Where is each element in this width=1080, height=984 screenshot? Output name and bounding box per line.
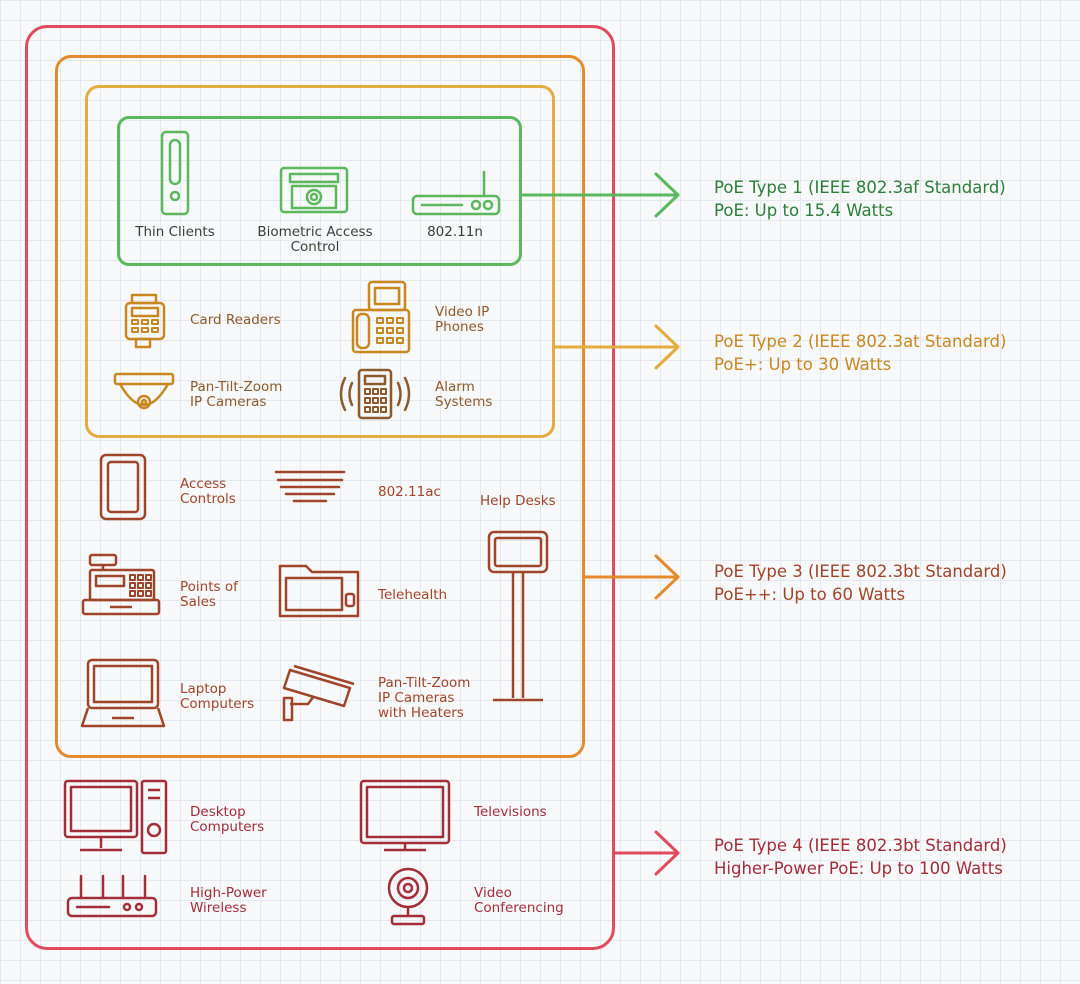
- desktop-computers-label: Desktop Computers: [190, 804, 265, 835]
- security-camera-icon: [282, 664, 355, 722]
- type1-standard-name: PoE Type 1 (IEEE 802.3af Standard): [714, 178, 1006, 197]
- alarm-keypad-icon: [339, 368, 411, 420]
- type3-standard-power: PoE++: Up to 60 Watts: [714, 585, 906, 604]
- 802-11ac-label: 802.11ac: [378, 484, 441, 500]
- televisions-label: Televisions: [474, 804, 547, 820]
- high-power-wireless-label: High-Power Wireless: [190, 885, 267, 916]
- video-phone-icon: [351, 280, 411, 354]
- television-icon: [359, 779, 451, 852]
- type3-boundary: [55, 55, 585, 758]
- type4-standard-power: Higher-Power PoE: Up to 100 Watts: [714, 859, 1003, 878]
- card-readers-label: Card Readers: [190, 312, 281, 328]
- type4-arrow: [613, 830, 680, 876]
- access-point-icon: [274, 470, 346, 503]
- type3-standard-name: PoE Type 3 (IEEE 802.3bt Standard): [714, 562, 1007, 581]
- access-controls-label: Access Controls: [180, 476, 236, 507]
- type2-boundary: [85, 85, 555, 438]
- telehealth-tablet-icon: [278, 564, 360, 618]
- router-icon: [411, 170, 501, 216]
- desktop-computer-icon: [63, 779, 168, 855]
- cash-register-icon: [81, 553, 161, 616]
- webcam-icon: [387, 867, 429, 926]
- type2-arrow: [553, 324, 680, 370]
- type4-boundary: [25, 25, 615, 950]
- type4-standard: PoE Type 4 (IEEE 802.3bt Standard) Highe…: [714, 834, 1007, 880]
- telehealth-label: Telehealth: [378, 587, 448, 603]
- type4-standard-name: PoE Type 4 (IEEE 802.3bt Standard): [714, 836, 1007, 855]
- help-desks-label: Help Desks: [480, 493, 556, 509]
- thin-clients-label: Thin Clients: [135, 224, 215, 240]
- ptz-cameras-heaters-label: Pan-Tilt-Zoom IP Cameras with Heaters: [378, 675, 471, 721]
- fingerprint-reader-icon: [279, 166, 349, 214]
- points-of-sales-label: Points of Sales: [180, 579, 238, 610]
- type1-standard-power: PoE: Up to 15.4 Watts: [714, 201, 894, 220]
- ptz-ip-cameras-label: Pan-Tilt-Zoom IP Cameras: [190, 379, 283, 410]
- alarm-systems-label: Alarm Systems: [435, 379, 493, 410]
- card-reader-icon: [124, 293, 166, 349]
- type1-arrow: [520, 172, 680, 218]
- thin-client-icon: [160, 130, 190, 216]
- laptop-icon: [80, 658, 166, 728]
- biometric-access-control-label: Biometric Access Control: [257, 224, 373, 255]
- video-ip-phones-label: Video IP Phones: [435, 304, 490, 335]
- access-panel-icon: [99, 453, 147, 521]
- type2-standard: PoE Type 2 (IEEE 802.3at Standard) PoE+:…: [714, 330, 1006, 376]
- type2-standard-name: PoE Type 2 (IEEE 802.3at Standard): [714, 332, 1007, 351]
- dome-camera-icon: [113, 372, 175, 410]
- 802-11n-label: 802.11n: [427, 224, 483, 240]
- kiosk-icon: [487, 530, 549, 702]
- type1-standard: PoE Type 1 (IEEE 802.3af Standard) PoE: …: [714, 176, 1006, 222]
- type3-standard: PoE Type 3 (IEEE 802.3bt Standard) PoE++…: [714, 560, 1007, 606]
- type3-arrow: [583, 554, 680, 600]
- type1-boundary: [117, 116, 522, 266]
- video-conferencing-label: Video Conferencing: [474, 885, 564, 916]
- type2-standard-power: PoE+: Up to 30 Watts: [714, 355, 892, 374]
- wireless-router-icon: [66, 874, 158, 918]
- laptop-computers-label: Laptop Computers: [180, 681, 255, 712]
